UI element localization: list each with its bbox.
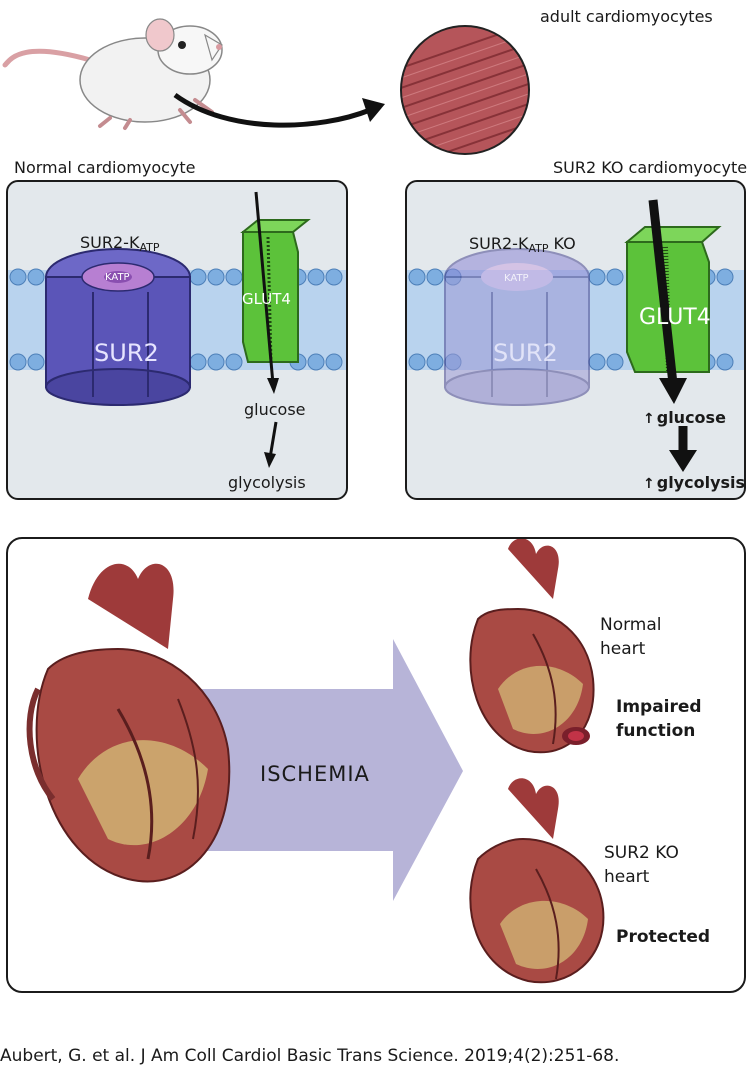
ko-heart: [469, 778, 605, 984]
normal-heart: [469, 539, 595, 754]
up-arrow-icon: ↑: [643, 476, 655, 492]
right-glut4-label: GLUT4: [639, 305, 711, 330]
right-pore-label: KATP: [504, 273, 529, 284]
heart-diagram: [26, 539, 605, 984]
left-sur2-label: SUR2: [94, 339, 159, 367]
ko-cardiomyocyte-panel: SUR2-KATP KO KATP SUR2 GLUT4 ↑glucose ↑g…: [405, 180, 746, 500]
left-channel-label: SUR2-KATP: [80, 233, 160, 255]
right-glucose-label: ↑glucose: [643, 408, 726, 428]
rat-to-cells-arrowhead: [362, 98, 385, 122]
ischemia-label: ISCHEMIA: [260, 762, 370, 786]
cells-label: adult cardiomyocytes: [540, 7, 713, 26]
ischemia-arrow: [193, 639, 463, 901]
sur2-channel-ko: [444, 248, 590, 406]
normal-cardiomyocyte-panel: SUR2-KATP KATP SUR2 GLUT4 glucose glycol…: [6, 180, 348, 500]
left-glycolysis-label: glycolysis: [228, 473, 306, 492]
up-arrow-icon: ↑: [643, 411, 655, 427]
left-glucose-label: glucose: [244, 400, 306, 419]
cardiomyocytes-image: [401, 26, 529, 154]
citation: Aubert, G. et al. J Am Coll Cardiol Basi…: [0, 1046, 620, 1066]
protected-label: Protected: [616, 927, 711, 947]
rat-illustration: [2, 18, 223, 130]
ischemia-panel: ISCHEMIA Normal heart Impaired function …: [6, 537, 746, 993]
left-pore-label: KATP: [105, 272, 130, 283]
rat-to-cells-arrow: [173, 92, 371, 128]
right-glycolysis-label: ↑glycolysis: [643, 473, 746, 493]
right-panel-title: SUR2 KO cardiomyocyte: [553, 158, 748, 177]
main-heart: [26, 563, 231, 883]
sur2-channel: [45, 248, 191, 406]
ko-heart-label: SUR2 KO heart: [604, 843, 679, 887]
left-panel-title: Normal cardiomyocyte: [14, 158, 196, 177]
normal-heart-label: Normal heart: [600, 615, 662, 659]
left-membrane-diagram: [8, 191, 346, 468]
right-sur2-label: SUR2: [493, 339, 558, 367]
right-channel-label: SUR2-KATP KO: [469, 234, 576, 256]
left-glut4-label: GLUT4: [242, 290, 291, 308]
right-membrane-diagram: [407, 199, 744, 472]
impaired-function-label: Impaired function: [616, 697, 702, 741]
top-illustration: [2, 18, 530, 155]
